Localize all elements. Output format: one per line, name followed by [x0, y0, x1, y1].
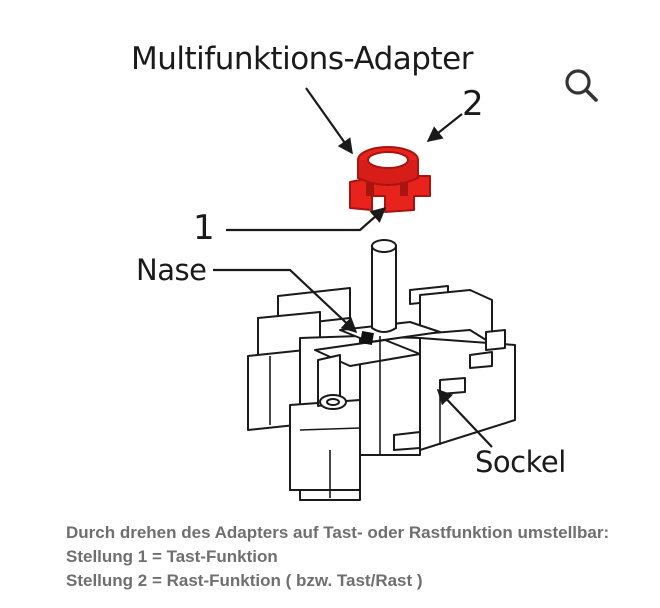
caption-line-1: Durch drehen des Adapters auf Tast- oder… — [66, 523, 610, 542]
shaft — [371, 239, 397, 333]
search-icon[interactable] — [560, 64, 604, 108]
sockel-label: Sockel — [475, 445, 566, 479]
caption-line-2: Stellung 1 = Tast-Funktion — [66, 547, 278, 566]
title-arrow — [305, 87, 353, 155]
caption-line-3: Stellung 2 = Rast-Funktion ( bzw. Tast/R… — [66, 571, 423, 590]
position-1-label: 1 — [193, 208, 215, 248]
position-2-label: 2 — [462, 84, 484, 124]
adapter-part — [349, 146, 431, 213]
caption: Durch drehen des Adapters auf Tast- oder… — [66, 521, 656, 593]
nase-arrow — [213, 268, 358, 334]
sockel-arrow — [436, 388, 493, 448]
adapter-title: Multifunktions-Adapter — [131, 41, 473, 77]
nose-marker — [360, 331, 374, 345]
position-1-arrow — [226, 206, 387, 232]
nase-label: Nase — [136, 253, 207, 287]
position-2-arrow — [426, 113, 463, 142]
